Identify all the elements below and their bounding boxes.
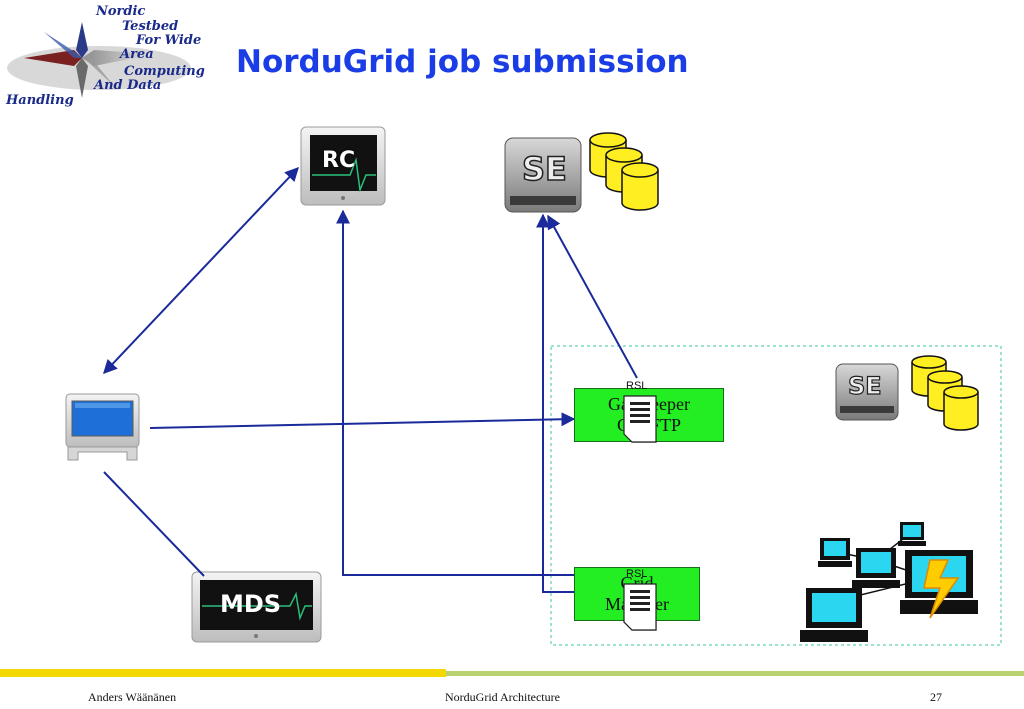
se-label-top: SE bbox=[521, 149, 567, 189]
logo-line-handling: Handling bbox=[6, 93, 74, 108]
computer-icon bbox=[852, 548, 900, 588]
se-label-cluster: SE bbox=[847, 371, 882, 400]
arrow-client-to-mds bbox=[103, 471, 205, 577]
gatekeeper-gridftp-box: Gatekeeper GridFTP bbox=[574, 388, 724, 442]
rsl-label-gatekeeper: RSL bbox=[626, 380, 648, 392]
footer-center: NorduGrid Architecture bbox=[445, 690, 560, 704]
logo-line-and-data: And Data bbox=[94, 78, 162, 93]
logo-line-area: Area bbox=[120, 47, 154, 62]
cluster-boundary bbox=[550, 345, 1002, 646]
mds-label: MDS bbox=[220, 590, 282, 618]
footer-bar-yellow bbox=[0, 669, 446, 677]
compute-cluster-icon bbox=[800, 522, 978, 642]
nordugrid-logo: Nordic Testbed For Wide Area Computing A… bbox=[4, 2, 224, 114]
user-workstation-icon bbox=[65, 393, 140, 461]
rc-label: RC bbox=[322, 148, 356, 173]
se-storage-cluster bbox=[835, 355, 979, 431]
se-storage-top bbox=[504, 132, 659, 213]
logo-line-testbed: Testbed bbox=[122, 19, 179, 34]
mds-monitor bbox=[191, 571, 322, 643]
computer-icon bbox=[818, 538, 852, 567]
computer-icon bbox=[898, 522, 926, 546]
arrow-gatekeeper-to-se bbox=[547, 214, 638, 379]
logo-line-computing: Computing bbox=[124, 64, 205, 79]
footer-author: Anders Wäänänen bbox=[88, 690, 177, 704]
logo-line-for-wide: For Wide bbox=[136, 33, 202, 48]
footer-page-number: 27 bbox=[930, 690, 942, 704]
database-stack-icon bbox=[911, 355, 979, 431]
logo-line-nordic: Nordic bbox=[96, 4, 146, 19]
arrow-client-to-rc bbox=[103, 166, 299, 375]
computer-icon bbox=[800, 588, 868, 642]
arrow-gridmanager-to-se bbox=[536, 213, 584, 593]
manager-label: Manager bbox=[605, 594, 669, 614]
lightning-icon bbox=[923, 559, 960, 619]
rc-monitor bbox=[300, 126, 386, 206]
gatekeeper-label: Gatekeeper bbox=[608, 394, 690, 414]
slide-title: NorduGrid job submission bbox=[236, 44, 689, 80]
rsl-label-gridmanager: RSL bbox=[626, 568, 648, 580]
database-stack-icon bbox=[589, 132, 659, 211]
footer-bar-green bbox=[446, 671, 1024, 676]
compass-star-icon bbox=[7, 22, 191, 98]
gridftp-label: GridFTP bbox=[616, 415, 681, 435]
arrow-gridmanager-to-rc bbox=[336, 209, 584, 576]
arrow-client-to-gatekeeper bbox=[149, 412, 576, 429]
arrows bbox=[103, 166, 638, 593]
